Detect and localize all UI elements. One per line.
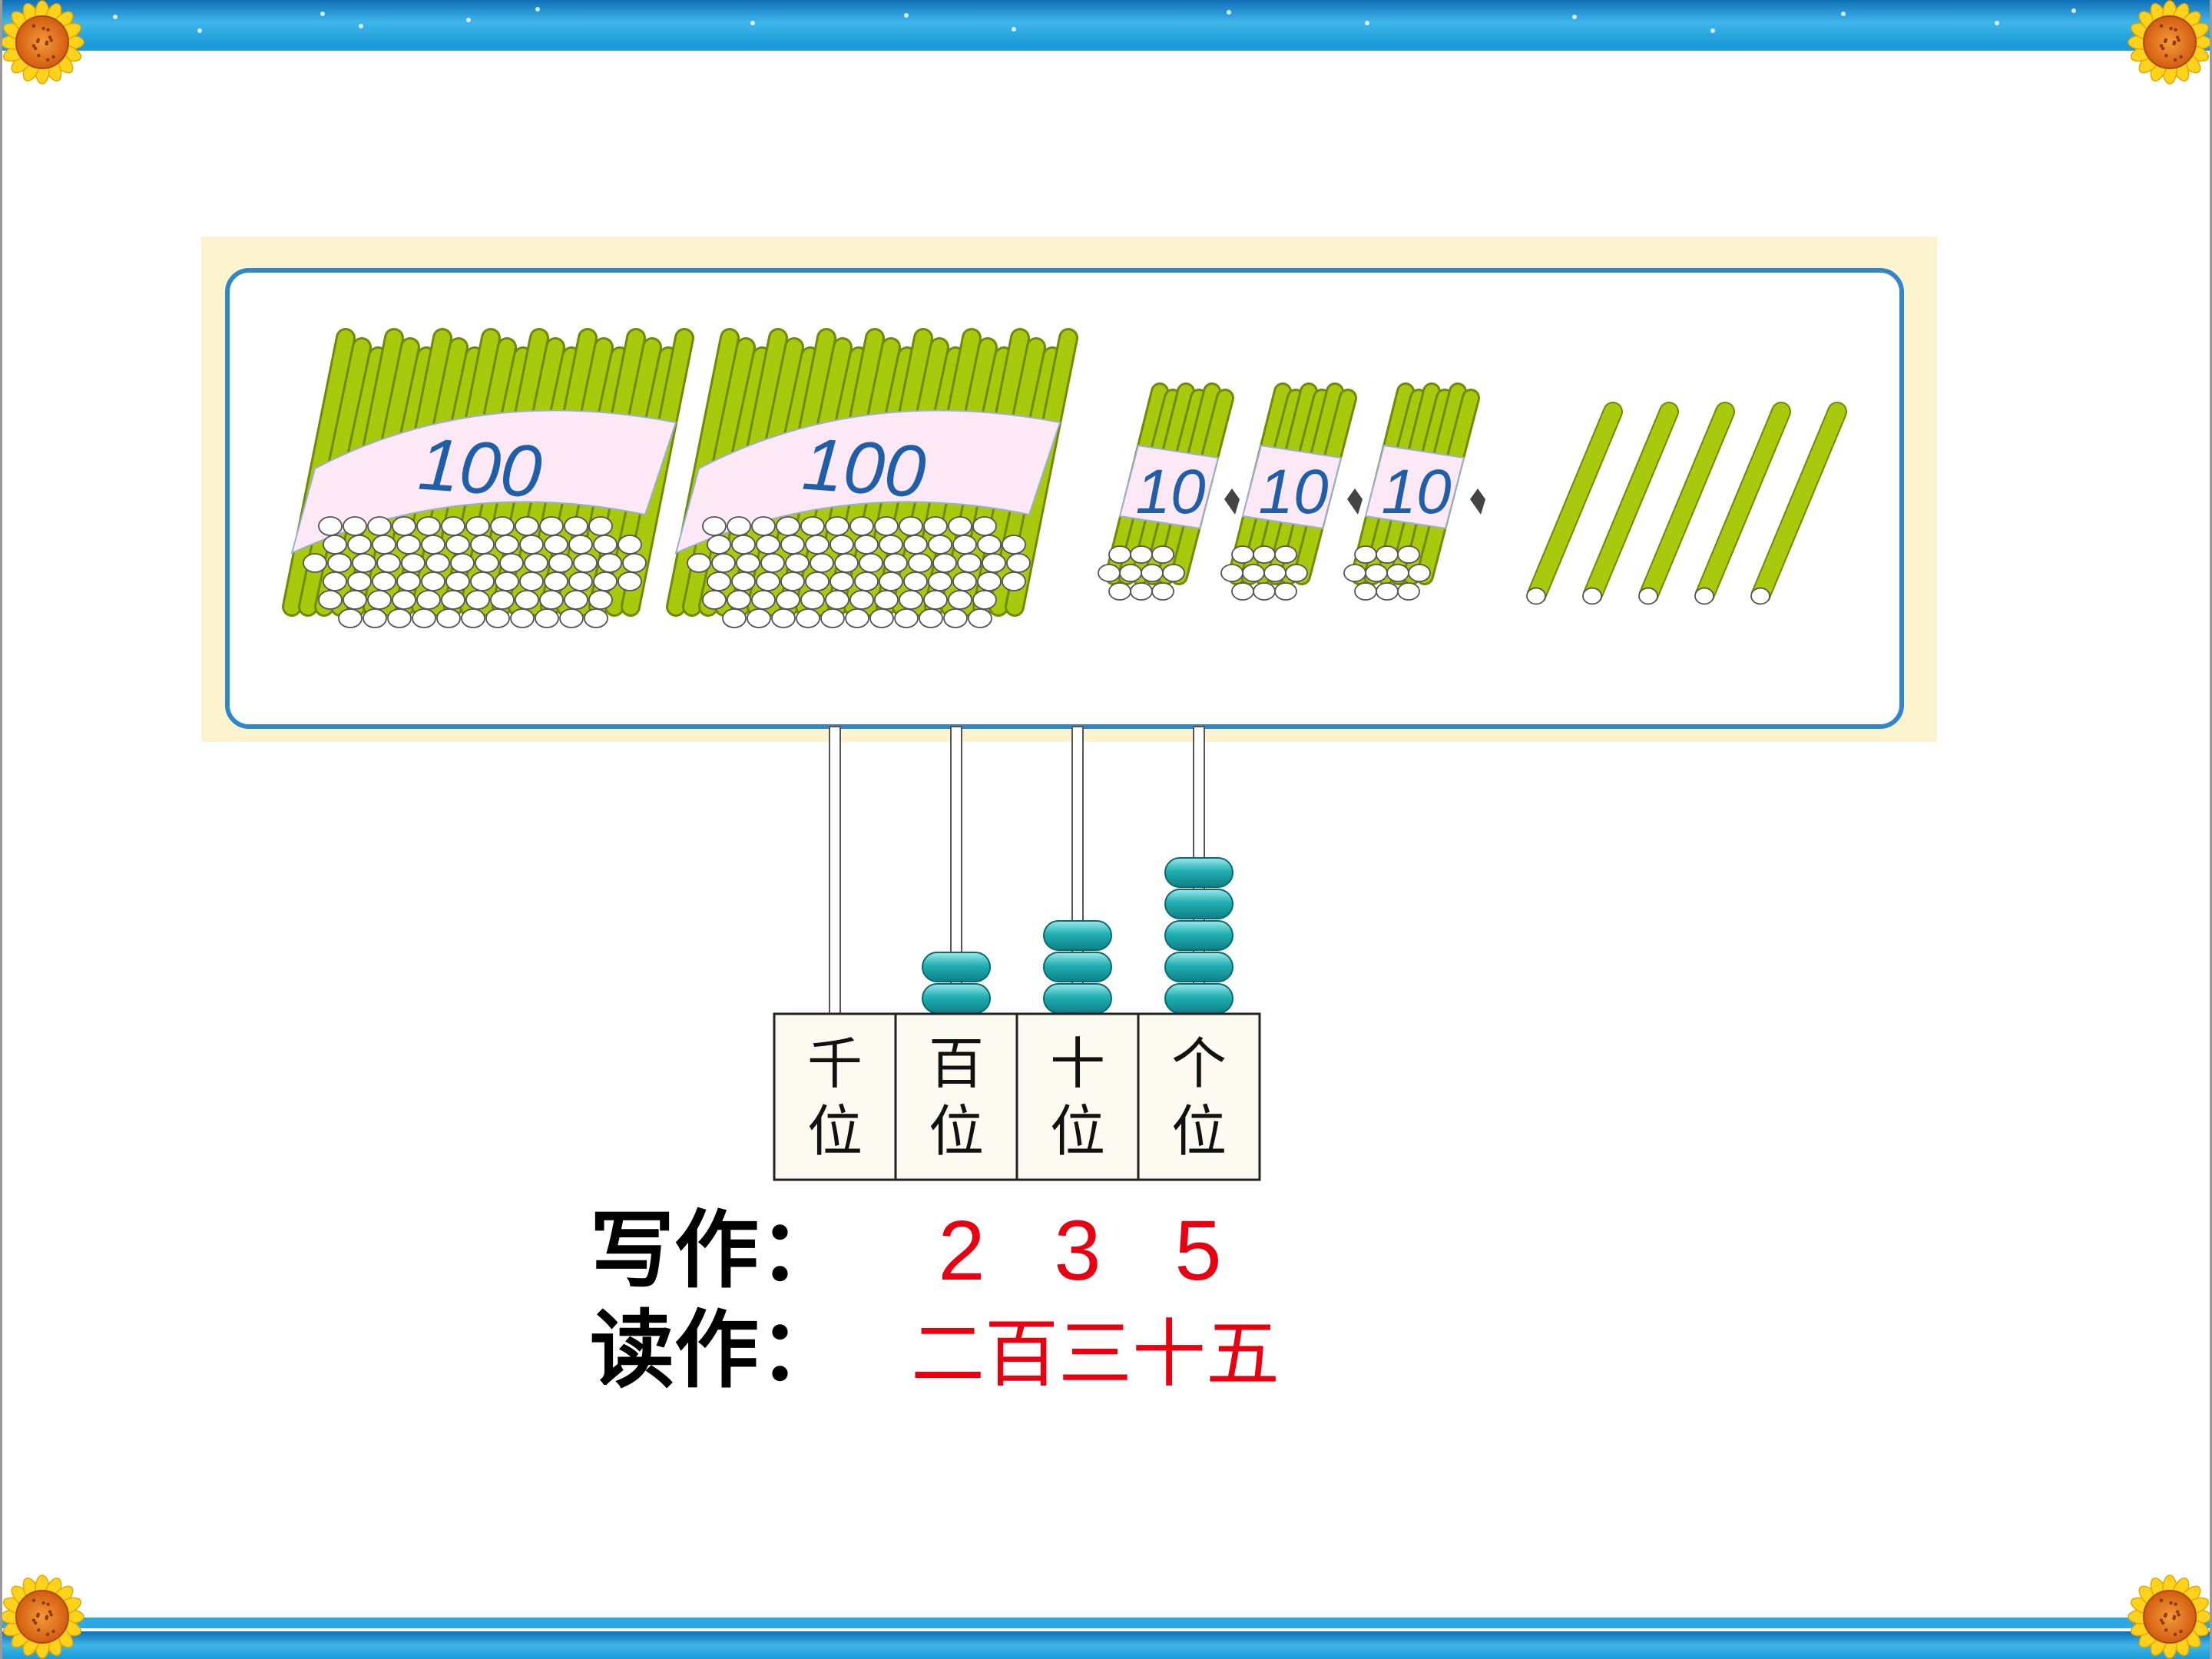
abacus-bead [1043, 920, 1112, 951]
bundle-10: 10 [1098, 382, 1240, 601]
bundle-10-label: 10 [1381, 457, 1451, 527]
place-value-box [1137, 1012, 1261, 1181]
answer-area: 写作： 2 3 5 读作： 二百三十五 [590, 1201, 1280, 1399]
place-value-box [773, 1012, 897, 1181]
single-stick [1694, 402, 1791, 605]
abacus-bead [1043, 952, 1112, 982]
place-label-top: 千 [807, 1031, 863, 1096]
read-value: 二百三十五 [911, 1311, 1280, 1397]
sunflower-icon [0, 1575, 84, 1659]
place-label-bottom: 位 [807, 1099, 863, 1164]
sticks-panel: 100 100 10 10 10 [201, 237, 1937, 742]
bundle-100-label: 100 [800, 423, 928, 514]
single-stick [1638, 402, 1735, 605]
place-label-bottom: 位 [929, 1099, 984, 1164]
bundle-100: 100 [666, 328, 1078, 628]
bundle-10: 10 [1220, 382, 1363, 601]
written-label: 写作： [590, 1201, 843, 1300]
abacus-bead [1164, 889, 1233, 919]
single-stick [1582, 402, 1679, 605]
top-band [0, 0, 2212, 51]
bundle-10-label: 10 [1135, 457, 1205, 527]
place-label-top: 百 [929, 1031, 984, 1096]
place-value-box [1015, 1012, 1140, 1181]
place-label-bottom: 位 [1171, 1099, 1227, 1164]
bundle-100: 100 [282, 328, 694, 628]
abacus-bead [1164, 952, 1233, 982]
bundle-10: 10 [1343, 382, 1485, 601]
single-stick [1750, 402, 1847, 605]
bottom-band [0, 1618, 2212, 1659]
sunflower-icon [2128, 1575, 2212, 1659]
bundle-10-label: 10 [1258, 457, 1328, 527]
sunflower-icon [2128, 0, 2212, 84]
place-label-bottom: 位 [1050, 1099, 1105, 1164]
abacus-bead [1164, 920, 1233, 951]
read-label: 读作： [590, 1301, 843, 1399]
place-value-box [894, 1012, 1018, 1181]
sunflower-icon [0, 0, 84, 84]
abacus-bead [1164, 857, 1233, 888]
place-label-top: 个 [1171, 1031, 1227, 1096]
written-digit-ones: 5 [1174, 1204, 1221, 1298]
single-stick [1526, 402, 1623, 605]
abacus-bead [1164, 983, 1233, 1014]
abacus-bead [1043, 983, 1112, 1014]
abacus-bead [922, 983, 991, 1014]
abacus-rod [829, 726, 841, 1015]
abacus-bead [922, 952, 991, 982]
written-digit-tens: 3 [1054, 1204, 1101, 1298]
bundle-100-label: 100 [416, 423, 544, 514]
written-digit-hundreds: 2 [938, 1204, 985, 1298]
place-label-top: 十 [1050, 1031, 1105, 1096]
